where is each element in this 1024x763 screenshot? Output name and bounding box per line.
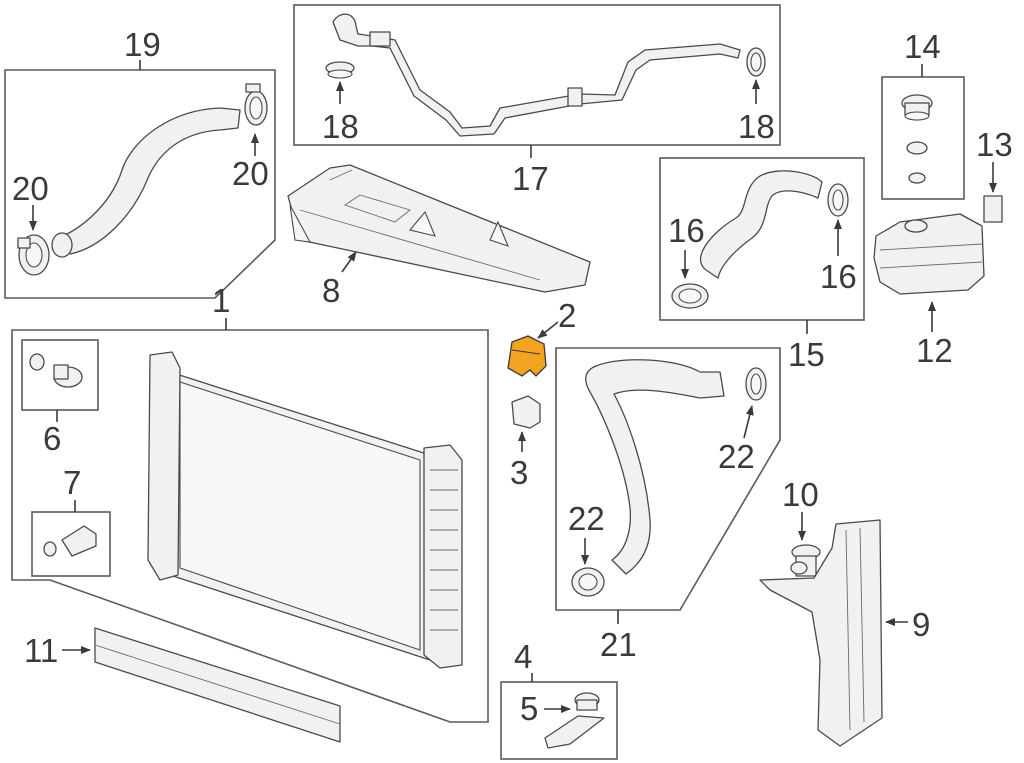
group-14-frame	[881, 76, 965, 200]
coolant-pipe-assembly[interactable]	[332, 13, 741, 137]
part-8-upper-air-deflector: 8	[287, 164, 591, 309]
radiator-left-tank[interactable]	[147, 351, 181, 581]
upper-air-deflector[interactable]	[287, 164, 591, 293]
callout-8: 8	[322, 272, 340, 309]
cap-o-ring[interactable]	[908, 172, 926, 184]
callout-5: 5	[520, 690, 538, 727]
callout-20-right: 20	[232, 155, 269, 192]
side-air-baffle[interactable]	[759, 519, 883, 747]
callout-10: 10	[782, 476, 819, 513]
callout-1: 1	[212, 282, 230, 319]
sensor-13[interactable]	[983, 195, 1003, 223]
leader-2	[537, 321, 559, 339]
group-6-frame	[21, 339, 99, 411]
lower-radiator-hose[interactable]	[585, 359, 725, 575]
group-1-frame	[11, 329, 489, 723]
part-11: 11	[24, 627, 341, 743]
cap-seal-ring[interactable]	[906, 141, 928, 155]
callout-11: 11	[24, 632, 58, 669]
hose-end-left	[51, 232, 73, 258]
callout-2: 2	[558, 297, 576, 334]
mounting-bracket-4[interactable]	[544, 715, 605, 749]
group-15-frame	[659, 157, 865, 321]
part-9: 9	[759, 519, 930, 747]
surge-tank-hose[interactable]	[700, 170, 823, 279]
hose-clamp-16-right[interactable]	[827, 183, 849, 217]
drain-valve-7[interactable]	[43, 525, 97, 557]
callout-6: 6	[43, 420, 61, 457]
part-13: 13	[976, 126, 1013, 223]
deflector-tabs	[289, 204, 509, 247]
drain-plug-6[interactable]	[29, 353, 83, 388]
part-3: 3	[510, 395, 541, 491]
right-tank-ribs	[430, 469, 458, 631]
hose-clamp-20-left[interactable]	[17, 234, 50, 276]
callout-21: 21	[600, 626, 637, 663]
leader-22-right	[743, 405, 754, 439]
group-19-frame	[4, 69, 276, 299]
group-15-hose: 16 16 15	[659, 157, 865, 373]
hose-clamp-22-right[interactable]	[745, 367, 767, 401]
group-21-lower-hose: 22 22 21	[555, 347, 781, 663]
hose-clamp-16-left[interactable]	[671, 283, 709, 309]
radiator-right-tank[interactable]	[423, 444, 463, 669]
baffle-line	[94, 644, 341, 725]
radiator-lower-insulator[interactable]	[511, 395, 541, 429]
pipe-clip	[567, 87, 583, 107]
callout-16-right: 16	[820, 258, 857, 295]
part-12-surge-tank: 12	[873, 213, 985, 369]
deflector-detail	[299, 169, 541, 281]
callout-17: 17	[512, 160, 549, 197]
callout-9: 9	[912, 606, 930, 643]
leader-8	[341, 251, 357, 273]
group-4: 4 5	[500, 638, 618, 760]
push-pin-retainer[interactable]	[790, 544, 821, 577]
pipe-connector	[369, 31, 391, 47]
coolant-surge-tank[interactable]	[873, 213, 985, 295]
baffle-ribs	[845, 527, 865, 731]
hose-clamp-22-left[interactable]	[571, 567, 605, 597]
callout-7: 7	[63, 464, 81, 501]
hose-clamp-20-right[interactable]	[244, 83, 268, 126]
part-2-highlighted: 2	[507, 297, 576, 377]
callout-16-left: 16	[668, 212, 705, 249]
hose-clamp-18-right[interactable]	[746, 47, 766, 77]
part-10: 10	[782, 476, 821, 577]
callout-19: 19	[124, 26, 161, 63]
callout-20-left: 20	[12, 170, 49, 207]
group-19-upper-radiator-hose: 19 20 20	[4, 26, 276, 299]
group-7-frame	[31, 511, 111, 577]
callout-12: 12	[916, 332, 953, 369]
radiator-upper-insulator[interactable]	[507, 335, 547, 377]
insulator-edge	[511, 349, 541, 355]
retainer-5[interactable]	[574, 692, 600, 711]
callout-14: 14	[904, 28, 941, 65]
callout-13: 13	[976, 126, 1013, 163]
callout-3: 3	[510, 454, 528, 491]
callout-4: 4	[514, 638, 532, 675]
callout-22-right: 22	[718, 438, 755, 475]
surge-tank-cap[interactable]	[901, 94, 933, 121]
group-14-cap-kit: 14	[881, 28, 965, 200]
callout-15: 15	[788, 336, 825, 373]
group-4-frame	[500, 681, 618, 760]
tank-neck	[904, 219, 928, 233]
callout-22-left: 22	[568, 500, 605, 537]
radiator-core-face	[179, 381, 421, 651]
group-1-radiator: 6 7 1	[11, 282, 489, 723]
group-21-frame	[555, 347, 781, 611]
tank-ribs	[879, 243, 983, 269]
lower-air-baffle[interactable]	[94, 627, 341, 743]
upper-radiator-hose[interactable]	[61, 107, 241, 255]
callout-18-right: 18	[738, 108, 775, 145]
group-17-coolant-pipe: 18 18 17	[293, 4, 781, 197]
hose-clamp-18-left[interactable]	[325, 61, 355, 79]
callout-18-left: 18	[322, 108, 359, 145]
group-17-frame	[293, 4, 781, 146]
